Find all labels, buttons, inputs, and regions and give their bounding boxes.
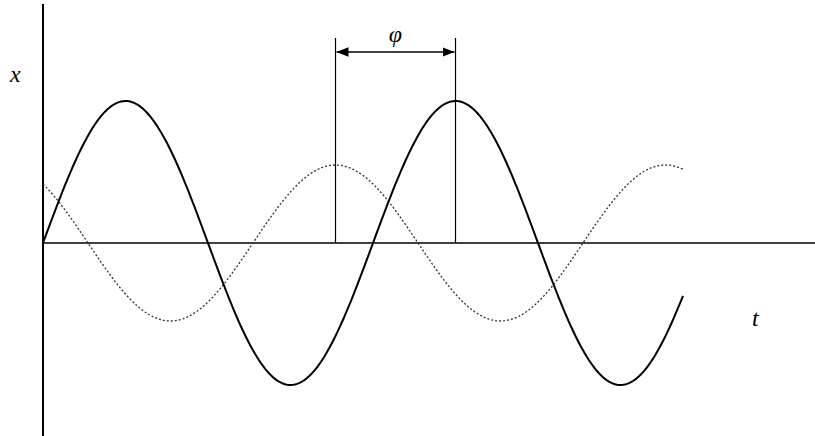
reference-wave xyxy=(43,101,683,385)
vertical-axis xyxy=(42,4,44,436)
phase-label: φ xyxy=(389,22,402,46)
axis-label: x xyxy=(10,62,21,86)
phase-marker-line xyxy=(335,38,336,243)
time-axis xyxy=(43,242,815,244)
phase-marker-line xyxy=(455,38,456,243)
phase-arrow xyxy=(337,51,455,53)
axis-label: t xyxy=(752,306,759,330)
leading-wave xyxy=(43,165,683,321)
